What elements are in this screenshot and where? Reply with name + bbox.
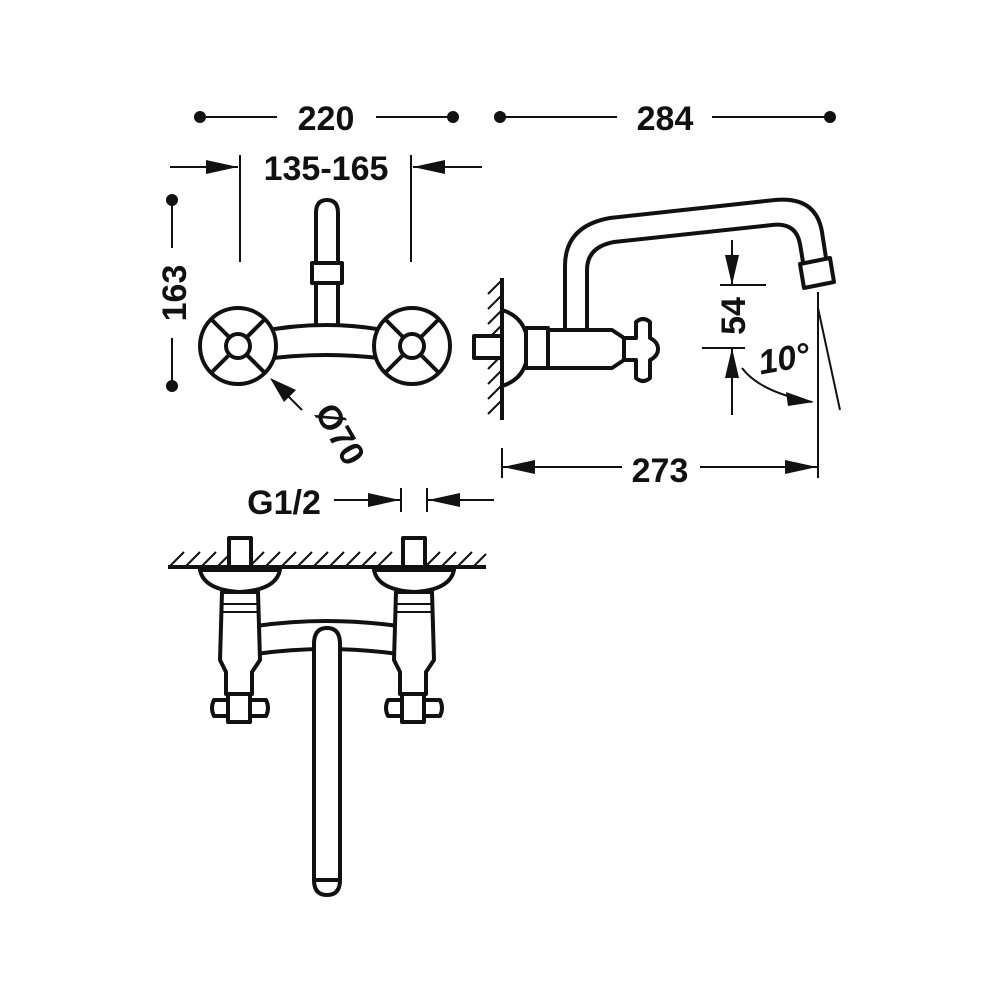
dim-273-label: 273 <box>632 452 689 490</box>
dimension-135-165: 135-165 <box>170 150 482 262</box>
dimension-163: 163 <box>156 194 194 392</box>
dimension-diameter: Ø70 <box>270 378 372 472</box>
dimension-thread: G1/2 <box>247 484 494 522</box>
dim-diameter-label: Ø70 <box>307 397 372 472</box>
dimension-273: 273 <box>501 448 817 490</box>
dimension-284: 284 <box>494 100 836 138</box>
dimension-54: 54 <box>702 240 766 415</box>
front-view <box>198 198 452 386</box>
dim-135-165-label: 135-165 <box>264 150 389 188</box>
dim-220-label: 220 <box>298 100 355 138</box>
left-handle <box>198 306 278 386</box>
plan-view <box>168 536 487 897</box>
dim-angle-label: 10° <box>755 336 813 382</box>
dim-54-label: 54 <box>715 297 753 335</box>
dim-163-label: 163 <box>156 265 194 322</box>
dimension-220: 220 <box>194 100 459 138</box>
dim-thread-label: G1/2 <box>247 484 321 522</box>
right-handle <box>372 306 452 386</box>
dim-284-label: 284 <box>637 100 694 138</box>
side-view <box>472 197 836 420</box>
dimension-angle: 10° <box>741 292 841 478</box>
plan-wall-hatching <box>169 551 487 567</box>
